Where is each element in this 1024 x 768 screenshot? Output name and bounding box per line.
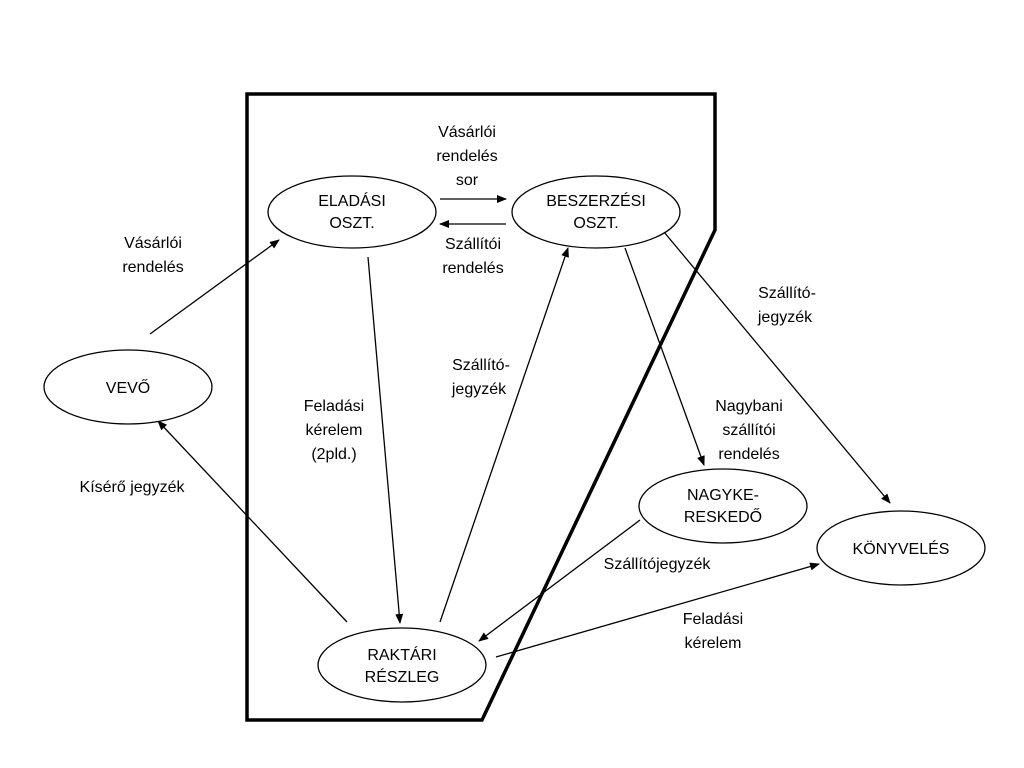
label-vasarloi-rendeles-sor: Vásárlói rendelés sor bbox=[436, 124, 497, 189]
label-szallitoi-rendeles-line-1: Szállítói bbox=[445, 236, 501, 253]
organization-boundary bbox=[245, 92, 717, 722]
node-raktari-line-2: RÉSZLEG bbox=[365, 667, 440, 686]
node-beszerzesi-line-1: BESZERZÉSI bbox=[546, 191, 646, 210]
edge-beszerzesi-to-nagykereskedo bbox=[624, 247, 705, 466]
label-szallitojegyzek-raktar: Szállító- jegyzék bbox=[451, 357, 510, 398]
node-eladasi: ELADÁSI OSZT. bbox=[267, 175, 437, 249]
label-nagybani-szallitoi-rendeles: Nagybani szállítói rendelés bbox=[715, 398, 783, 463]
label-feladasi-kerelem-2pld-line-2: kérelem bbox=[306, 422, 363, 439]
edge-nagykereskedo-to-raktari bbox=[478, 519, 641, 642]
label-feladasi-kerelem-line-1: Feladási bbox=[683, 611, 743, 628]
label-szallitojegyzek-raktar-line-1: Szállító- bbox=[452, 357, 510, 374]
label-szallitojegyzek-konyveles-line-2: jegyzék bbox=[757, 309, 813, 326]
node-beszerzesi: BESZERZÉSI OSZT. bbox=[511, 175, 681, 249]
label-szallitoi-rendeles-line-2: rendelés bbox=[442, 260, 503, 277]
edge-raktari-to-vevo bbox=[157, 420, 348, 623]
edge-vevo-to-eladasi bbox=[149, 239, 280, 335]
label-szallitojegyzek-raktar-line-2: jegyzék bbox=[451, 381, 507, 398]
edge-beszerzesi-to-konyveles bbox=[663, 231, 891, 504]
node-raktari-line-1: RAKTÁRI bbox=[367, 645, 436, 664]
label-kisero-jegyzek-line-1: Kísérő jegyzék bbox=[80, 479, 186, 496]
node-vevo-line-1: VEVŐ bbox=[106, 378, 150, 397]
label-szallitojegyzek-nagyker: Szállítójegyzék bbox=[604, 556, 712, 573]
node-eladasi-line-1: ELADÁSI bbox=[318, 191, 386, 210]
label-feladasi-kerelem-2pld-line-3: (2pld.) bbox=[311, 446, 356, 463]
edge-raktari-to-beszerzesi bbox=[439, 247, 569, 623]
edge-raktari-to-konyveles bbox=[495, 562, 820, 658]
label-kisero-jegyzek: Kísérő jegyzék bbox=[80, 479, 186, 496]
label-vasarloi-rendeles-line-1: Vásárlói bbox=[124, 235, 182, 252]
node-nagykereskedo-line-2: RESKEDŐ bbox=[684, 507, 762, 526]
label-feladasi-kerelem-2pld: Feladási kérelem (2pld.) bbox=[304, 398, 364, 463]
label-feladasi-kerelem: Feladási kérelem bbox=[683, 611, 743, 652]
label-vasarloi-rendeles-line-2: rendelés bbox=[122, 259, 183, 276]
label-szallitojegyzek-konyveles-line-1: Szállító- bbox=[758, 285, 816, 302]
label-szallitoi-rendeles: Szállítói rendelés bbox=[442, 236, 503, 277]
label-nagybani-szallitoi-rendeles-line-3: rendelés bbox=[718, 446, 779, 463]
node-konyveles: KÖNYVELÉS bbox=[816, 510, 986, 586]
label-vasarloi-rendeles-sor-line-1: Vásárlói bbox=[438, 124, 496, 141]
node-eladasi-line-2: OSZT. bbox=[329, 215, 374, 232]
node-vevo: VEVŐ bbox=[43, 349, 213, 425]
label-nagybani-szallitoi-rendeles-line-1: Nagybani bbox=[715, 398, 783, 415]
node-raktari: RAKTÁRI RÉSZLEG bbox=[317, 627, 487, 703]
label-vasarloi-rendeles: Vásárlói rendelés bbox=[122, 235, 183, 276]
label-szallitojegyzek-konyveles: Szállító- jegyzék bbox=[757, 285, 816, 326]
label-nagybani-szallitoi-rendeles-line-2: szállítói bbox=[722, 422, 775, 439]
node-nagykereskedo-line-1: NAGYKE- bbox=[687, 487, 759, 504]
label-vasarloi-rendeles-sor-line-2: rendelés bbox=[436, 148, 497, 165]
node-nagykereskedo: NAGYKE- RESKEDŐ bbox=[638, 468, 808, 544]
label-feladasi-kerelem-line-2: kérelem bbox=[685, 635, 742, 652]
node-konyveles-line-1: KÖNYVELÉS bbox=[853, 539, 950, 558]
edge-eladasi-to-raktari bbox=[367, 256, 404, 624]
node-beszerzesi-line-2: OSZT. bbox=[573, 215, 618, 232]
label-feladasi-kerelem-2pld-line-1: Feladási bbox=[304, 398, 364, 415]
label-szallitojegyzek-nagyker-line-1: Szállítójegyzék bbox=[604, 556, 712, 573]
label-vasarloi-rendeles-sor-line-3: sor bbox=[456, 172, 479, 189]
